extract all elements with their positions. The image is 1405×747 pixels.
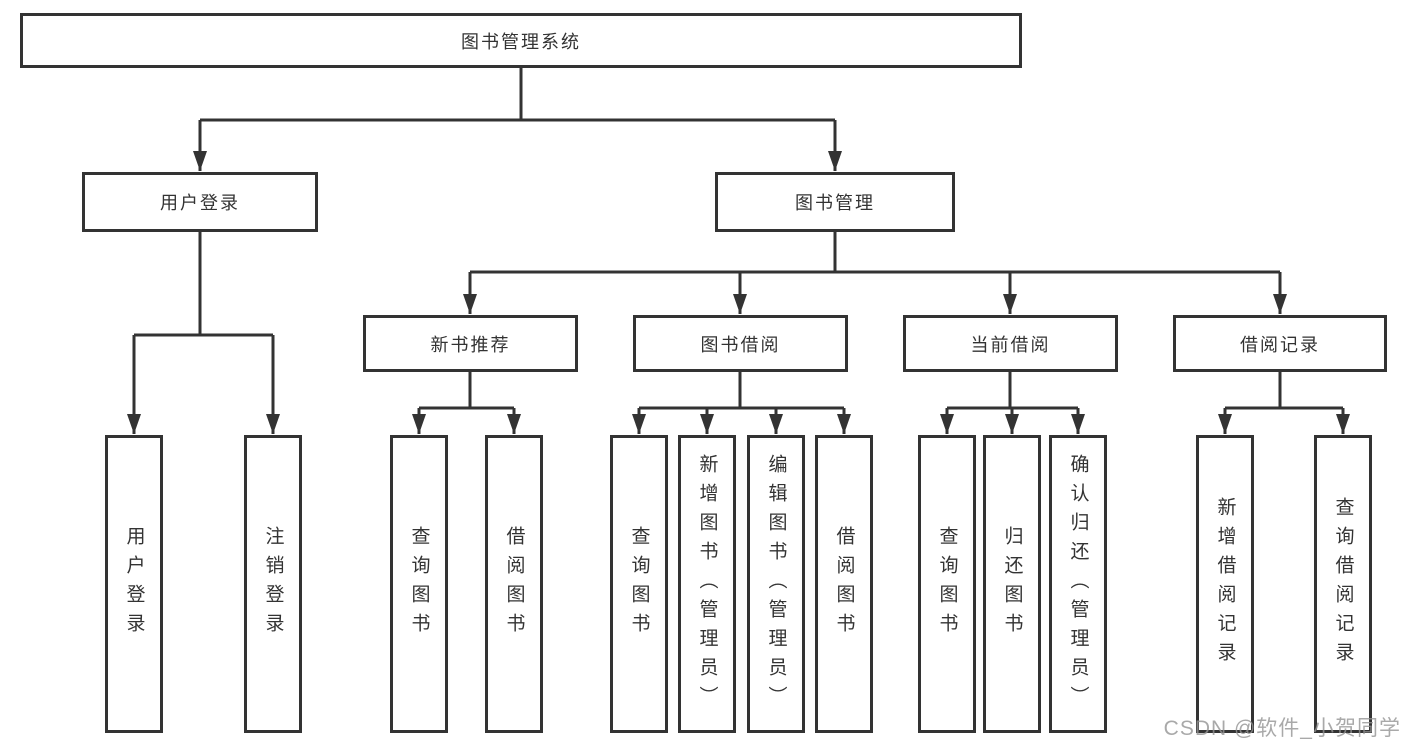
leaf-label-bb-add-book-admin: 新增图书（管理员） [696,453,718,715]
node-label-current-borrowing: 当前借阅 [970,334,1051,355]
csdn-watermark: CSDN @软件_小贺同学 [1163,717,1401,740]
leaf-label-cb-confirm-return-admin: 确认归还（管理员） [1067,453,1089,715]
leaf-label-br-add-record: 新增借阅记录 [1214,497,1236,671]
leaf-cb-query-books: 查询图书 [918,435,976,733]
leaf-cb-return-book: 归还图书 [983,435,1041,733]
leaf-user-login: 用户登录 [105,435,163,733]
leaf-label-rec-query-books: 查询图书 [408,526,430,642]
node-label-new-book-recommendation: 新书推荐 [430,334,511,355]
leaf-bb-add-book-admin: 新增图书（管理员） [678,435,736,733]
node-current-borrowing: 当前借阅 [903,315,1118,372]
connector-borrow-records [1225,372,1343,410]
leaf-label-br-query-record: 查询借阅记录 [1332,497,1354,671]
node-user-login: 用户登录 [82,172,318,232]
connector-user-login [134,232,273,337]
node-label-book-management: 图书管理 [795,193,875,213]
connector-root [200,68,835,122]
leaf-label-user-login: 用户登录 [123,526,145,642]
leaf-label-logout: 注销登录 [262,526,284,642]
leaf-cb-confirm-return-admin: 确认归还（管理员） [1049,435,1107,733]
leaf-logout: 注销登录 [244,435,302,733]
leaf-br-add-record: 新增借阅记录 [1196,435,1254,733]
connector-book-borrow [639,372,844,410]
leaf-br-query-record: 查询借阅记录 [1314,435,1372,733]
leaf-label-cb-return-book: 归还图书 [1001,526,1023,642]
leaf-label-bb-borrow-books: 借阅图书 [833,526,855,642]
node-book-borrowing: 图书借阅 [633,315,848,372]
leaf-label-rec-borrow-books: 借阅图书 [503,526,525,642]
node-book-management: 图书管理 [715,172,955,232]
leaf-bb-borrow-books: 借阅图书 [815,435,873,733]
connector-book-mgmt [470,232,1280,274]
leaf-label-bb-query-books: 查询图书 [628,526,650,642]
node-new-book-recommendation: 新书推荐 [363,315,578,372]
leaf-label-bb-edit-book-admin: 编辑图书（管理员） [765,453,787,715]
leaf-rec-query-books: 查询图书 [390,435,448,733]
node-label-book-borrowing: 图书借阅 [700,334,781,355]
node-label-root: 图书管理系统 [461,31,581,52]
leaf-label-cb-query-books: 查询图书 [936,526,958,642]
node-library-management-system: 图书管理系统 [20,13,1022,68]
node-label-user-login: 用户登录 [160,193,240,213]
leaf-rec-borrow-books: 借阅图书 [485,435,543,733]
node-label-borrowing-records: 借阅记录 [1240,334,1320,355]
connector-new-book-rec [419,372,514,410]
node-borrowing-records: 借阅记录 [1173,315,1387,372]
leaf-bb-query-books: 查询图书 [610,435,668,733]
leaf-bb-edit-book-admin: 编辑图书（管理员） [747,435,805,733]
connector-current-borrow [947,372,1078,410]
